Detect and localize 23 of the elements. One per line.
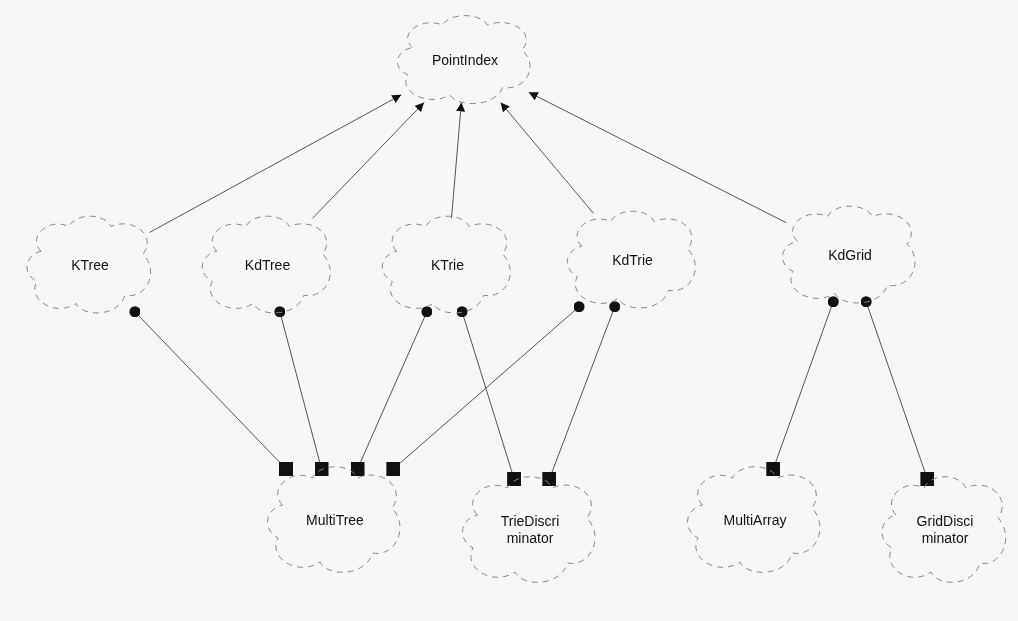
class-name: MultiTree [306,511,364,529]
has-relationship-line [860,296,935,486]
inheritance-arrow [312,102,425,219]
class-name: KdGrid [828,246,872,264]
class-name: KTree [71,256,109,274]
has-relationship-line [274,306,329,476]
class-name: MultiArray [723,511,787,529]
has-relationship-line [542,301,621,486]
has-relationship-line [456,306,522,486]
class-name: KTrie [431,256,464,274]
class-name: KdTree [244,256,291,274]
has-relationship-line [350,306,433,476]
class-name: PointIndex [431,51,499,69]
has-relationship-line [129,306,293,476]
class-name: KdTrie [612,251,653,269]
has-relationship-line [386,301,585,476]
inheritance-arrow [528,91,787,224]
inheritance-arrow [500,102,594,214]
class-name: TrieDiscri minator [499,513,561,547]
inheritance-arrow [451,102,466,219]
inheritance-arrow [149,94,402,233]
has-relationship-line [766,296,839,476]
class-name: GridDisci minator [915,513,975,547]
